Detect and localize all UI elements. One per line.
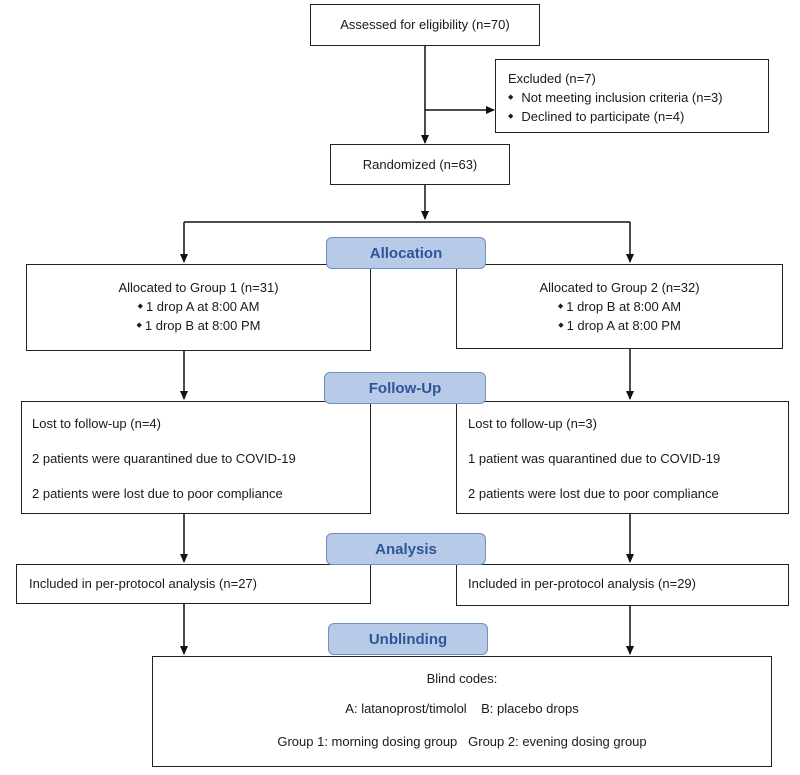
blind-groups-legend: Group 1: morning dosing group Group 2: e… [277,733,647,749]
group1-lost-reason: 2 patients were quarantined due to COVID… [32,450,296,466]
group2-allocated-label: Allocated to Group 2 (n=32) [539,280,700,295]
group2-lost-title: Lost to follow-up (n=3) [468,416,597,431]
randomized-label: Randomized (n=63) [362,157,478,172]
stage-unblinding: Unblinding [328,623,488,655]
group1-allocated-label: Allocated to Group 1 (n=31) [118,280,279,295]
group2-dose: 1 drop A at 8:00 PM [457,317,782,336]
randomized-box: Randomized (n=63) [330,144,510,185]
excluded-item: Declined to participate (n=4) [508,108,768,127]
stage-analysis: Analysis [326,533,486,565]
group1-analysis-label: Included in per-protocol analysis (n=27) [29,576,257,591]
group2-analysis-box: Included in per-protocol analysis (n=29) [456,564,789,606]
assessed-label: Assessed for eligibility (n=70) [340,17,510,32]
excluded-box: Excluded (n=7) Not meeting inclusion cri… [495,59,769,133]
blind-codes-legend: A: latanoprost/timolol B: placebo drops [345,701,579,717]
group1-analysis-box: Included in per-protocol analysis (n=27) [16,564,371,604]
group2-lost-reason: 2 patients were lost due to poor complia… [468,485,719,501]
group2-followup-box: Lost to follow-up (n=3) 1 patient was qu… [456,401,789,514]
group1-dose: 1 drop A at 8:00 AM [27,298,370,317]
group1-allocation-box: Allocated to Group 1 (n=31) 1 drop A at … [26,264,371,351]
excluded-item: Not meeting inclusion criteria (n=3) [508,89,768,108]
blind-codes-title: Blind codes: [426,671,498,686]
group2-analysis-label: Included in per-protocol analysis (n=29) [468,576,696,591]
blind-codes-box: Blind codes: A: latanoprost/timolol B: p… [152,656,772,767]
excluded-title: Excluded (n=7) [508,71,596,86]
group1-dose: 1 drop B at 8:00 PM [27,317,370,336]
stage-followup: Follow-Up [324,372,486,404]
assessed-box: Assessed for eligibility (n=70) [310,4,540,46]
group2-dose: 1 drop B at 8:00 AM [457,298,782,317]
group1-followup-box: Lost to follow-up (n=4) 2 patients were … [21,401,371,514]
group1-lost-title: Lost to follow-up (n=4) [32,416,161,431]
group2-lost-reason: 1 patient was quarantined due to COVID-1… [468,450,721,466]
group1-lost-reason: 2 patients were lost due to poor complia… [32,485,283,501]
stage-allocation: Allocation [326,237,486,269]
group2-allocation-box: Allocated to Group 2 (n=32) 1 drop B at … [456,264,783,349]
